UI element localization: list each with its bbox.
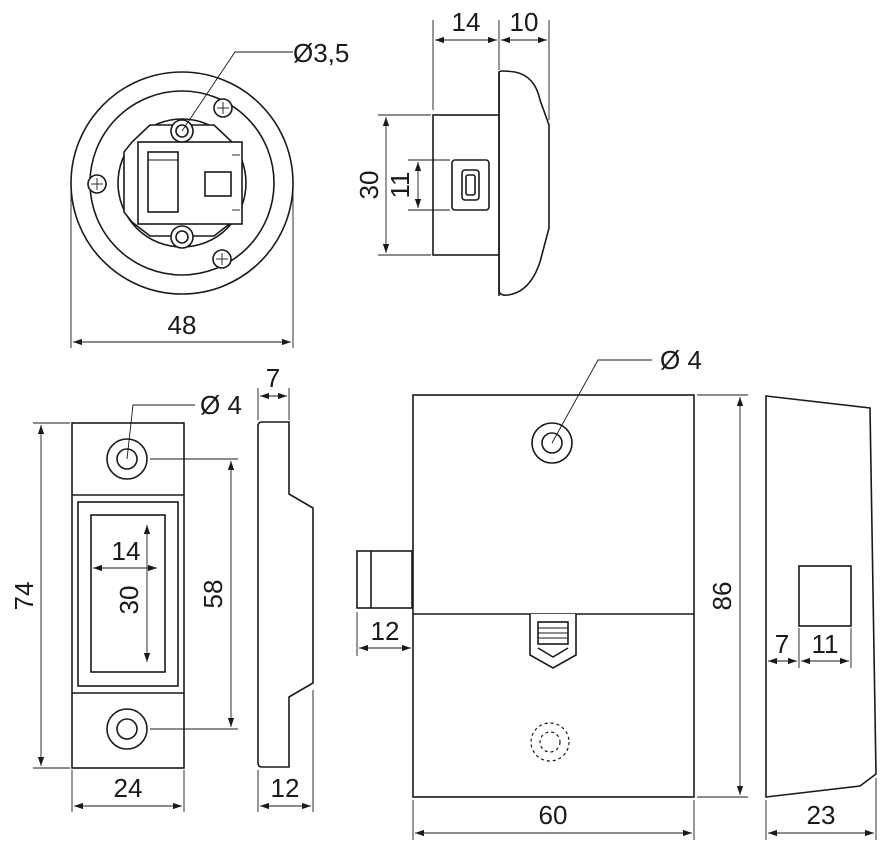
lock-body-view: Ø 4 12 86 60: [356, 345, 748, 840]
side-slot-label: 11: [385, 172, 415, 199]
strike-opening-width-label: 14: [112, 536, 141, 566]
lock-width-label: 60: [539, 800, 568, 830]
lock-height-label: 86: [707, 582, 737, 611]
lock-hole-label: Ø 4: [660, 345, 702, 375]
front-round-view: Ø3,5 48: [70, 38, 349, 348]
strike-thickness-label: 7: [266, 363, 280, 393]
lock-bolt-throw-label: 12: [371, 616, 400, 646]
lock-side-view: 7 11 23: [765, 395, 877, 840]
front-hole-label: Ø3,5: [293, 38, 349, 68]
latch-icon: [529, 614, 577, 669]
strike-depth-label: 12: [271, 773, 300, 803]
side-depth-body-label: 14: [452, 7, 481, 37]
strike-side-view: 7 12: [257, 363, 314, 812]
strike-hole-label: Ø 4: [200, 390, 242, 420]
side-height-label: 30: [354, 171, 384, 200]
side-depth-rim-label: 10: [510, 7, 539, 37]
lock-side-depth-label: 23: [807, 800, 836, 830]
strike-height-label: 74: [9, 582, 39, 611]
strike-plate-view: Ø 4 74 58 14 30 24: [9, 390, 242, 812]
screw-icon: [87, 98, 233, 269]
strike-pitch-label: 58: [198, 580, 228, 609]
lock-side-offset-label: 7: [775, 629, 789, 659]
lock-side-slot-label: 11: [812, 629, 839, 659]
front-diameter-label: 48: [168, 310, 197, 340]
strike-width-label: 24: [114, 773, 143, 803]
strike-opening-height-label: 30: [114, 586, 144, 615]
side-round-view: 14 10 30 11: [354, 7, 550, 296]
